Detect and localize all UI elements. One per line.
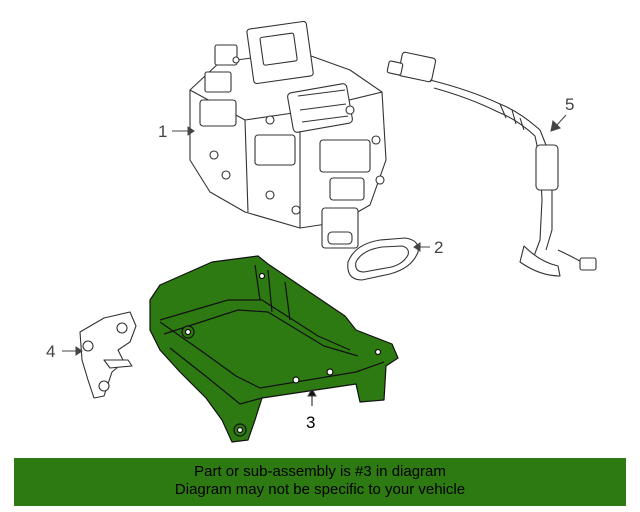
- footer-line-1: Part or sub-assembly is #3 in diagram: [194, 463, 446, 480]
- leader-lines: [62, 114, 567, 406]
- callout-2: 2: [434, 238, 443, 257]
- part-4-bracket: [79, 311, 137, 399]
- part-3-bracket: [149, 255, 399, 443]
- part-2-grommet: [347, 237, 419, 281]
- part-1-control-unit: [189, 20, 387, 249]
- callout-1: 1: [158, 122, 167, 141]
- callout-4: 4: [46, 342, 55, 361]
- part-5-wiring-harness: [386, 51, 597, 277]
- footer-line-2: Diagram may not be specific to your vehi…: [174, 481, 466, 498]
- callout-5: 5: [565, 95, 574, 114]
- callout-3: 3: [306, 413, 315, 432]
- footer-banner: Part or sub-assembly is #3 in diagram Di…: [14, 458, 626, 506]
- parts-diagram: 1 2 3 4 5: [46, 20, 597, 443]
